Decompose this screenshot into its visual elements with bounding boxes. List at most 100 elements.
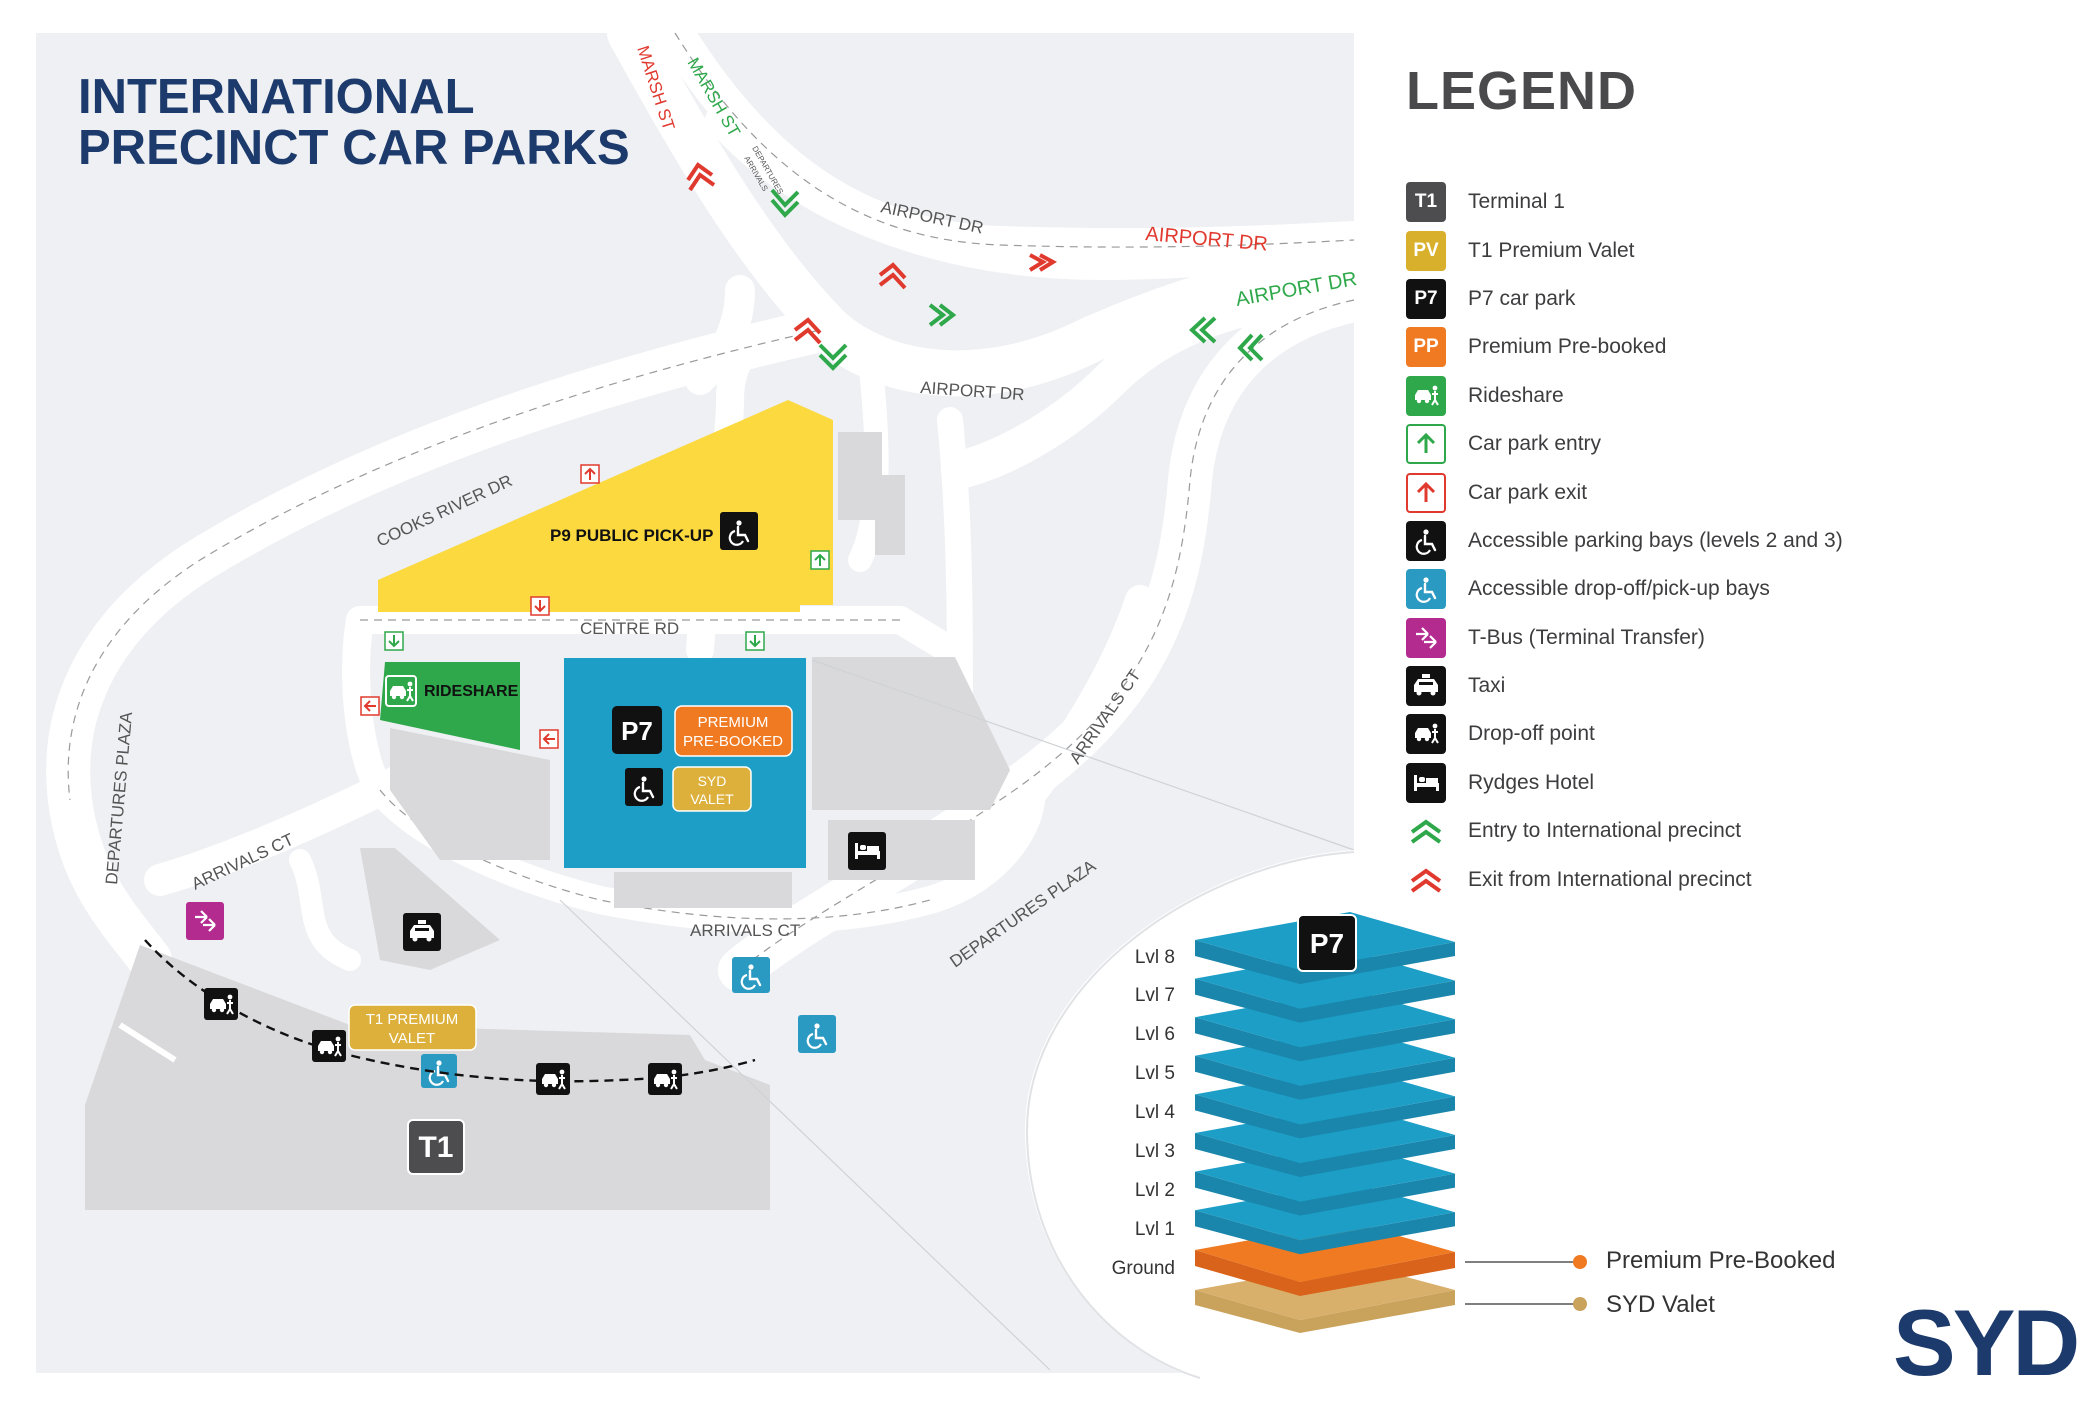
level-floor-side: [1195, 1055, 1455, 1100]
legend-item-label: Rydges Hotel: [1468, 770, 1595, 794]
premium-leader-dot: [1573, 1255, 1587, 1269]
level-label: Lvl 8: [1135, 947, 1175, 968]
terminal-1-badge: [407, 1119, 465, 1175]
level-label: Lvl 3: [1135, 1141, 1175, 1162]
premium-prebooked-line1: PREMIUM: [698, 714, 769, 731]
inset-leader-line: [559, 659, 1355, 1371]
legend-item: Rideshare: [1400, 372, 2040, 420]
map-title-line-1: INTERNATIONAL: [78, 70, 475, 124]
p7-badge-text: P7: [621, 716, 653, 746]
legend-item-label: T1 Premium Valet: [1468, 238, 1635, 262]
premium-prebooked-badge: [674, 705, 793, 757]
terminal-outline: [118, 1022, 177, 1063]
legend-item: Entry to International precinct: [1400, 807, 2040, 855]
legend-item-label: Accessible drop-off/pick-up bays: [1468, 577, 1770, 601]
t-bus-icon: [1406, 617, 1446, 658]
map-title-line-2: PRECINCT CAR PARKS: [78, 121, 630, 175]
accessible-dropoff-icon: [1406, 569, 1446, 610]
legend-item: P7 P7 car park: [1400, 275, 2040, 323]
level-label: Lvl 1: [1135, 1219, 1175, 1240]
level-floor-side: [1195, 1094, 1455, 1139]
legend-item-label: Car park entry: [1468, 432, 1602, 456]
legend-badge-text: PV: [1413, 239, 1439, 261]
premium-prebooked-line2: PRE-BOOKED: [683, 733, 783, 750]
legend-item-label: Terminal 1: [1468, 190, 1565, 214]
legend-item: T1 Terminal 1: [1400, 178, 2040, 226]
legend-item-label: Premium Pre-booked: [1468, 335, 1667, 359]
level-floor-side: [1195, 978, 1455, 1023]
terminal-1-text: T1: [418, 1131, 453, 1164]
premium-prebooked-badge: PP: [1406, 327, 1446, 368]
legend-heading: LEGEND: [1406, 61, 1638, 121]
legend-item: PP Premium Pre-booked: [1400, 323, 2040, 371]
p9-label: P9 PUBLIC PICK-UP: [550, 526, 713, 545]
legend-badge-text: P7: [1414, 287, 1438, 309]
legend-item: Taxi: [1400, 662, 2040, 710]
premium-valet-badge: PV: [1406, 230, 1446, 271]
syd-valet-badge: [672, 766, 752, 812]
legend-item-label: Car park exit: [1468, 480, 1588, 504]
level-floor-side: [1195, 1133, 1455, 1177]
road-label-arrivals-ct-bottom: ARRIVALS CT: [690, 921, 800, 940]
legend-item: Car park entry: [1400, 420, 2040, 468]
level-stack-p7-text: P7: [1310, 928, 1344, 959]
level-floor-side: [1195, 1017, 1455, 1062]
legend-item: Accessible drop-off/pick-up bays: [1400, 565, 2040, 613]
level-floor-side: [1195, 1171, 1455, 1216]
syd-valet-line1: SYD: [698, 773, 727, 789]
legend-item-label: P7 car park: [1468, 286, 1576, 310]
accessible-parking-icon: [1406, 520, 1446, 561]
legend-item-label: Drop-off point: [1468, 722, 1595, 746]
legend-item-label: Entry to International precinct: [1468, 819, 1742, 843]
exit-chevrons: [686, 162, 1058, 345]
entry-arrow-icon: [1406, 424, 1446, 465]
legend-item: Drop-off point: [1400, 710, 2040, 758]
car-park-entry-arrows: [384, 550, 830, 651]
road-label-centre-rd: CENTRE RD: [580, 619, 679, 638]
inset-circle-edge: [1025, 851, 1355, 1379]
legend-item-label: Taxi: [1468, 674, 1506, 698]
level-label: Lvl 5: [1135, 1063, 1175, 1084]
entry-chevron-icon: [1406, 811, 1446, 851]
taxi-icon: [1406, 666, 1446, 707]
premium-prebooked-level-label: Premium Pre-Booked: [1606, 1247, 1835, 1274]
level-stack-p7-badge: [1297, 914, 1357, 972]
level-label: Lvl 7: [1135, 985, 1175, 1006]
level-label: Lvl 4: [1135, 1102, 1176, 1123]
p7-badge: [612, 706, 662, 754]
level-floor-side: [1195, 1210, 1455, 1255]
level-floors: [1195, 912, 1455, 1255]
level-label: Lvl 6: [1135, 1024, 1175, 1045]
legend-badge-text: T1: [1414, 191, 1438, 213]
legend-item-label: Exit from International precinct: [1468, 867, 1752, 891]
syd-logo: SYD: [1893, 1290, 2077, 1395]
legend-item-label: Accessible parking bays (levels 2 and 3): [1468, 528, 1843, 552]
t-bus-icon: [186, 902, 224, 940]
level-label: Lvl 2: [1135, 1180, 1175, 1201]
legend-item: Exit from International precinct: [1400, 855, 2040, 903]
legend-item: Accessible parking bays (levels 2 and 3): [1400, 517, 2040, 565]
legend-item: T-Bus (Terminal Transfer): [1400, 614, 2040, 662]
t1-valet-line2: VALET: [389, 1030, 435, 1047]
rideshare-icon: [1406, 375, 1446, 416]
p9-public-pick-up-area: [378, 400, 833, 612]
t1-valet-line1: T1 PREMIUM: [366, 1011, 459, 1028]
terminal-badge: T1: [1406, 182, 1446, 223]
legend-item: Car park exit: [1400, 468, 2040, 516]
car-park-exit-arrows: [360, 464, 600, 749]
legend-badge-text: PP: [1413, 336, 1439, 358]
legend-item: PV T1 Premium Valet: [1400, 226, 2040, 274]
legend-item: Rydges Hotel: [1400, 759, 2040, 807]
entry-chevrons: [770, 188, 1264, 371]
level-labels: Lvl 8 Lvl 7 Lvl 6 Lvl 5 Lvl 4 Lvl 3 Lvl …: [1112, 947, 1176, 1279]
syd-valet-line2: VALET: [690, 791, 734, 807]
p7-badge: P7: [1406, 278, 1446, 319]
drop-off-points: [204, 988, 682, 1095]
drop-off-icon: [1406, 714, 1446, 755]
level-label: Ground: [1112, 1258, 1175, 1279]
t1-premium-valet-badge: [348, 1004, 477, 1051]
legend-item-label: Rideshare: [1468, 383, 1564, 407]
valet-leader-dot: [1573, 1297, 1587, 1311]
legend-item-label: T-Bus (Terminal Transfer): [1468, 625, 1705, 649]
